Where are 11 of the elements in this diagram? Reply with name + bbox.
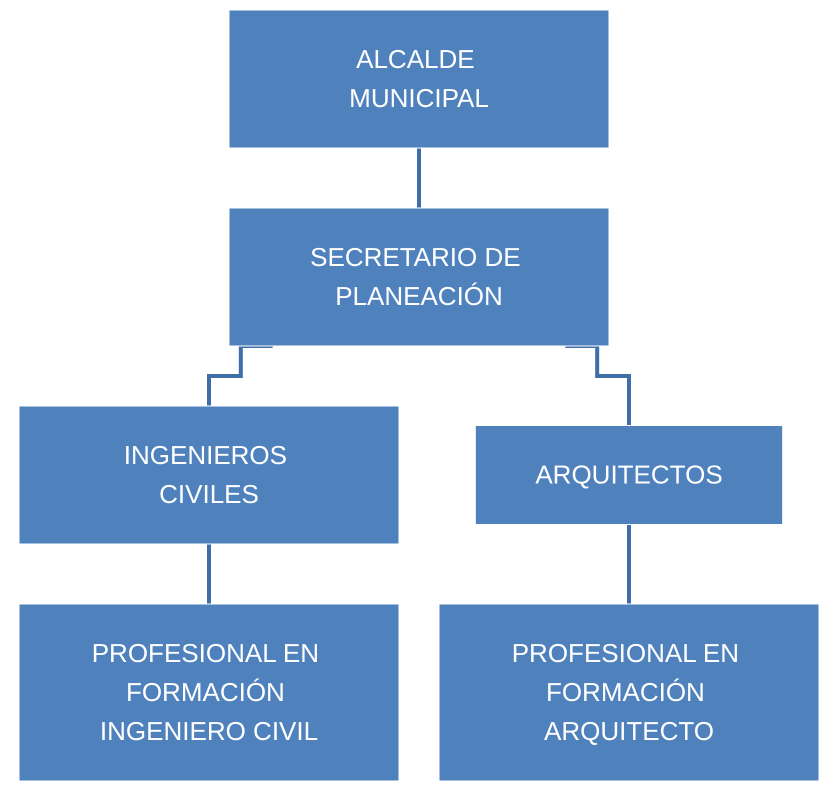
connector: [417, 146, 421, 210]
node-box: PROFESIONAL EN FORMACIÓN INGENIERO CIVIL: [18, 604, 400, 782]
connector: [627, 522, 631, 606]
node-box: INGENIEROS CIVILES: [18, 406, 400, 544]
connector: [207, 344, 273, 408]
connector: [565, 344, 631, 428]
node-box: ARQUITECTOS: [474, 425, 784, 525]
connector: [207, 542, 211, 606]
node-box: SECRETARIO DE PLANEACIÓN: [228, 208, 610, 346]
node-box: PROFESIONAL EN FORMACIÓN ARQUITECTO: [438, 604, 820, 782]
node-box: ALCALDE MUNICIPAL: [228, 10, 610, 148]
